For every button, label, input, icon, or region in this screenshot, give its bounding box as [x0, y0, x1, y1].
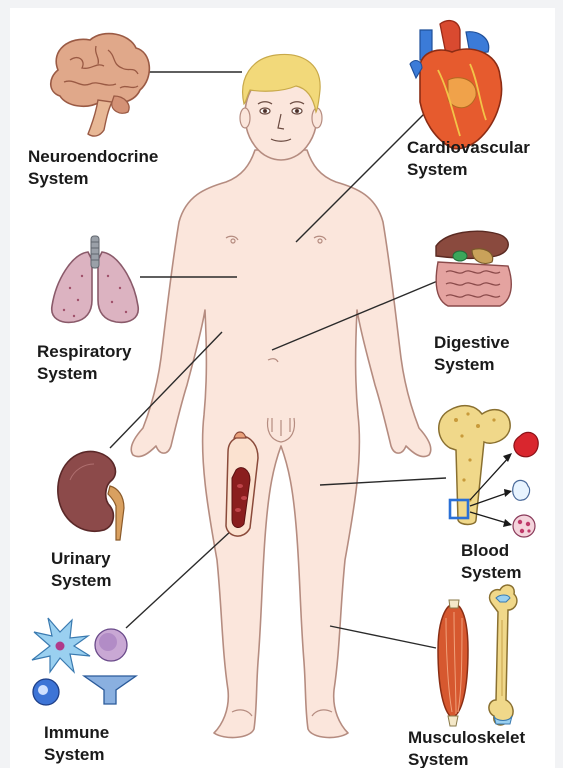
human-figure	[131, 54, 431, 737]
red-blood-cell	[514, 432, 538, 456]
label-line1: Respiratory	[37, 341, 131, 363]
kidney-icon	[58, 451, 124, 540]
label-blood-system: Blood System	[461, 540, 521, 584]
heart-icon	[410, 21, 502, 149]
label-line2: System	[461, 562, 521, 584]
label-respiratory-system: Respiratory System	[37, 341, 131, 385]
body-silhouette	[131, 150, 431, 738]
label-line2: System	[51, 570, 111, 592]
label-neuroendocrine-system: Neuroendocrine System	[28, 146, 158, 190]
white-blood-cell	[513, 515, 535, 537]
connector-musculoskeletal	[330, 626, 436, 648]
label-immune-system: Immune System	[44, 722, 109, 766]
label-line1: Digestive	[434, 332, 510, 354]
immune-cells-icon	[32, 618, 136, 705]
label-line1: Neuroendocrine	[28, 146, 158, 168]
label-cardiovascular-system: Cardiovascular System	[407, 137, 530, 181]
bone-marrow-icon	[439, 406, 510, 525]
label-musculoskeletal-system: Musculoskelet System	[408, 727, 525, 768]
label-line2: System	[28, 168, 158, 190]
label-line2: System	[407, 159, 530, 181]
label-urinary-system: Urinary System	[51, 548, 111, 592]
antibody	[84, 676, 136, 704]
digestive-organs-icon	[436, 231, 511, 306]
lungs-icon	[52, 236, 139, 322]
muscle-icon	[438, 600, 468, 726]
label-digestive-system: Digestive System	[434, 332, 510, 376]
brain-icon	[51, 34, 150, 137]
label-line1: Immune	[44, 722, 109, 744]
left-ear	[240, 108, 250, 128]
femur-bone-icon	[489, 585, 517, 725]
label-line1: Cardiovascular	[407, 137, 530, 159]
label-line1: Musculoskelet	[408, 727, 525, 749]
label-line2: System	[408, 749, 525, 768]
label-line1: Blood	[461, 540, 521, 562]
label-line2: System	[44, 744, 109, 766]
label-line2: System	[37, 363, 131, 385]
label-line1: Urinary	[51, 548, 111, 570]
platelet	[513, 480, 530, 500]
label-line2: System	[434, 354, 510, 376]
